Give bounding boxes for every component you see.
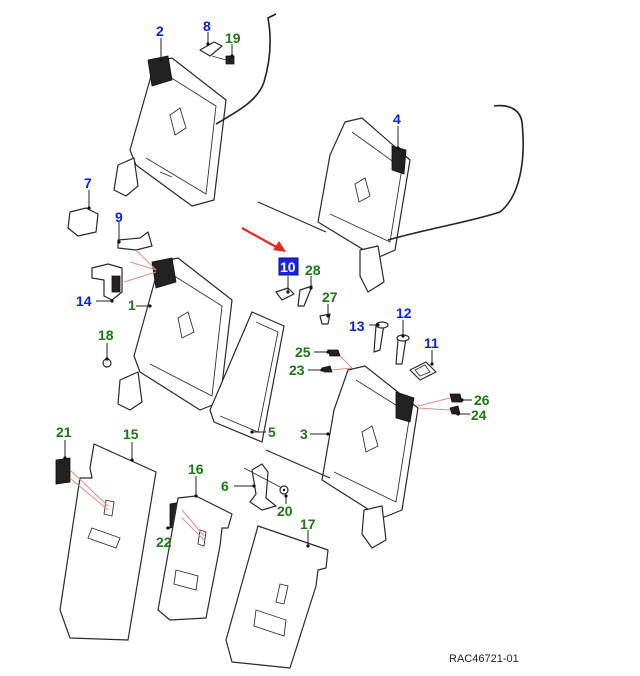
callout-25: 25 <box>295 344 311 360</box>
callout-4: 4 <box>393 111 401 127</box>
callout-15: 15 <box>123 426 139 442</box>
part-7-trim-cover <box>67 207 99 237</box>
callout-10: 10 <box>280 259 296 275</box>
release-cable-upper <box>215 13 277 125</box>
part-12-stud <box>395 334 410 365</box>
part-6-pin-line <box>243 467 283 489</box>
part-3-seat-back-frame-lower-right <box>265 365 419 549</box>
part-6-hinge-bracket <box>249 463 277 511</box>
callout-18: 18 <box>98 327 114 343</box>
part-2-seat-back-frame-upper-left <box>113 55 227 207</box>
highlight-arrow <box>241 227 286 252</box>
callout-1: 1 <box>128 297 136 313</box>
pointer-lines <box>69 249 451 541</box>
part-9-latch-bracket <box>117 231 153 251</box>
part-19-bolt <box>211 55 235 65</box>
part-4-seat-back-frame-upper-right <box>257 117 411 293</box>
part-14-latch-mechanism <box>91 263 123 301</box>
part-21-switch <box>55 457 71 485</box>
callout-12: 12 <box>396 305 412 321</box>
part-17-back-panel <box>225 525 329 669</box>
callout-26: 26 <box>474 392 490 408</box>
callout-16: 16 <box>188 461 204 477</box>
callout-3: 3 <box>300 426 308 442</box>
callout-9: 9 <box>115 209 123 225</box>
leader-lines <box>63 32 472 548</box>
part-15-back-panel <box>59 443 157 641</box>
part-13-stud <box>373 321 389 353</box>
part-8-bracket <box>199 41 223 57</box>
part-23-clip <box>321 365 333 373</box>
part-26-clip <box>449 393 463 403</box>
callout-14: 14 <box>76 293 92 309</box>
callout-10-highlighted: 10 <box>278 257 299 276</box>
part-25-clip <box>327 349 341 357</box>
callout-13: 13 <box>349 318 365 334</box>
callout-labels: 1 2 3 4 5 6 7 8 9 10 11 12 13 14 15 16 1… <box>56 18 490 550</box>
callout-8: 8 <box>203 18 211 34</box>
callout-27: 27 <box>322 289 338 305</box>
part-20-washer <box>279 485 289 495</box>
callout-22: 22 <box>156 534 172 550</box>
callout-28: 28 <box>305 262 321 278</box>
callout-20: 20 <box>277 503 293 519</box>
part-10-pad <box>275 287 295 301</box>
callout-5: 5 <box>268 424 276 440</box>
callout-11: 11 <box>424 335 439 351</box>
part-16-back-panel <box>157 495 233 621</box>
callout-21: 21 <box>56 424 72 440</box>
part-11-bezel <box>409 361 437 381</box>
callout-7: 7 <box>84 175 92 191</box>
diagram-reference-code: RAC46721-01 <box>449 653 519 665</box>
callout-17: 17 <box>300 516 316 532</box>
callout-6: 6 <box>221 478 229 494</box>
part-5-center-backrest-frame <box>209 311 285 443</box>
callout-23: 23 <box>289 362 305 378</box>
part-28-bracket <box>297 285 313 307</box>
release-cable-upper-right <box>387 104 524 241</box>
callout-19: 19 <box>225 30 241 46</box>
callout-24: 24 <box>471 407 487 423</box>
callout-2: 2 <box>156 23 164 39</box>
part-1-seat-back-frame-middle-left <box>117 257 233 411</box>
